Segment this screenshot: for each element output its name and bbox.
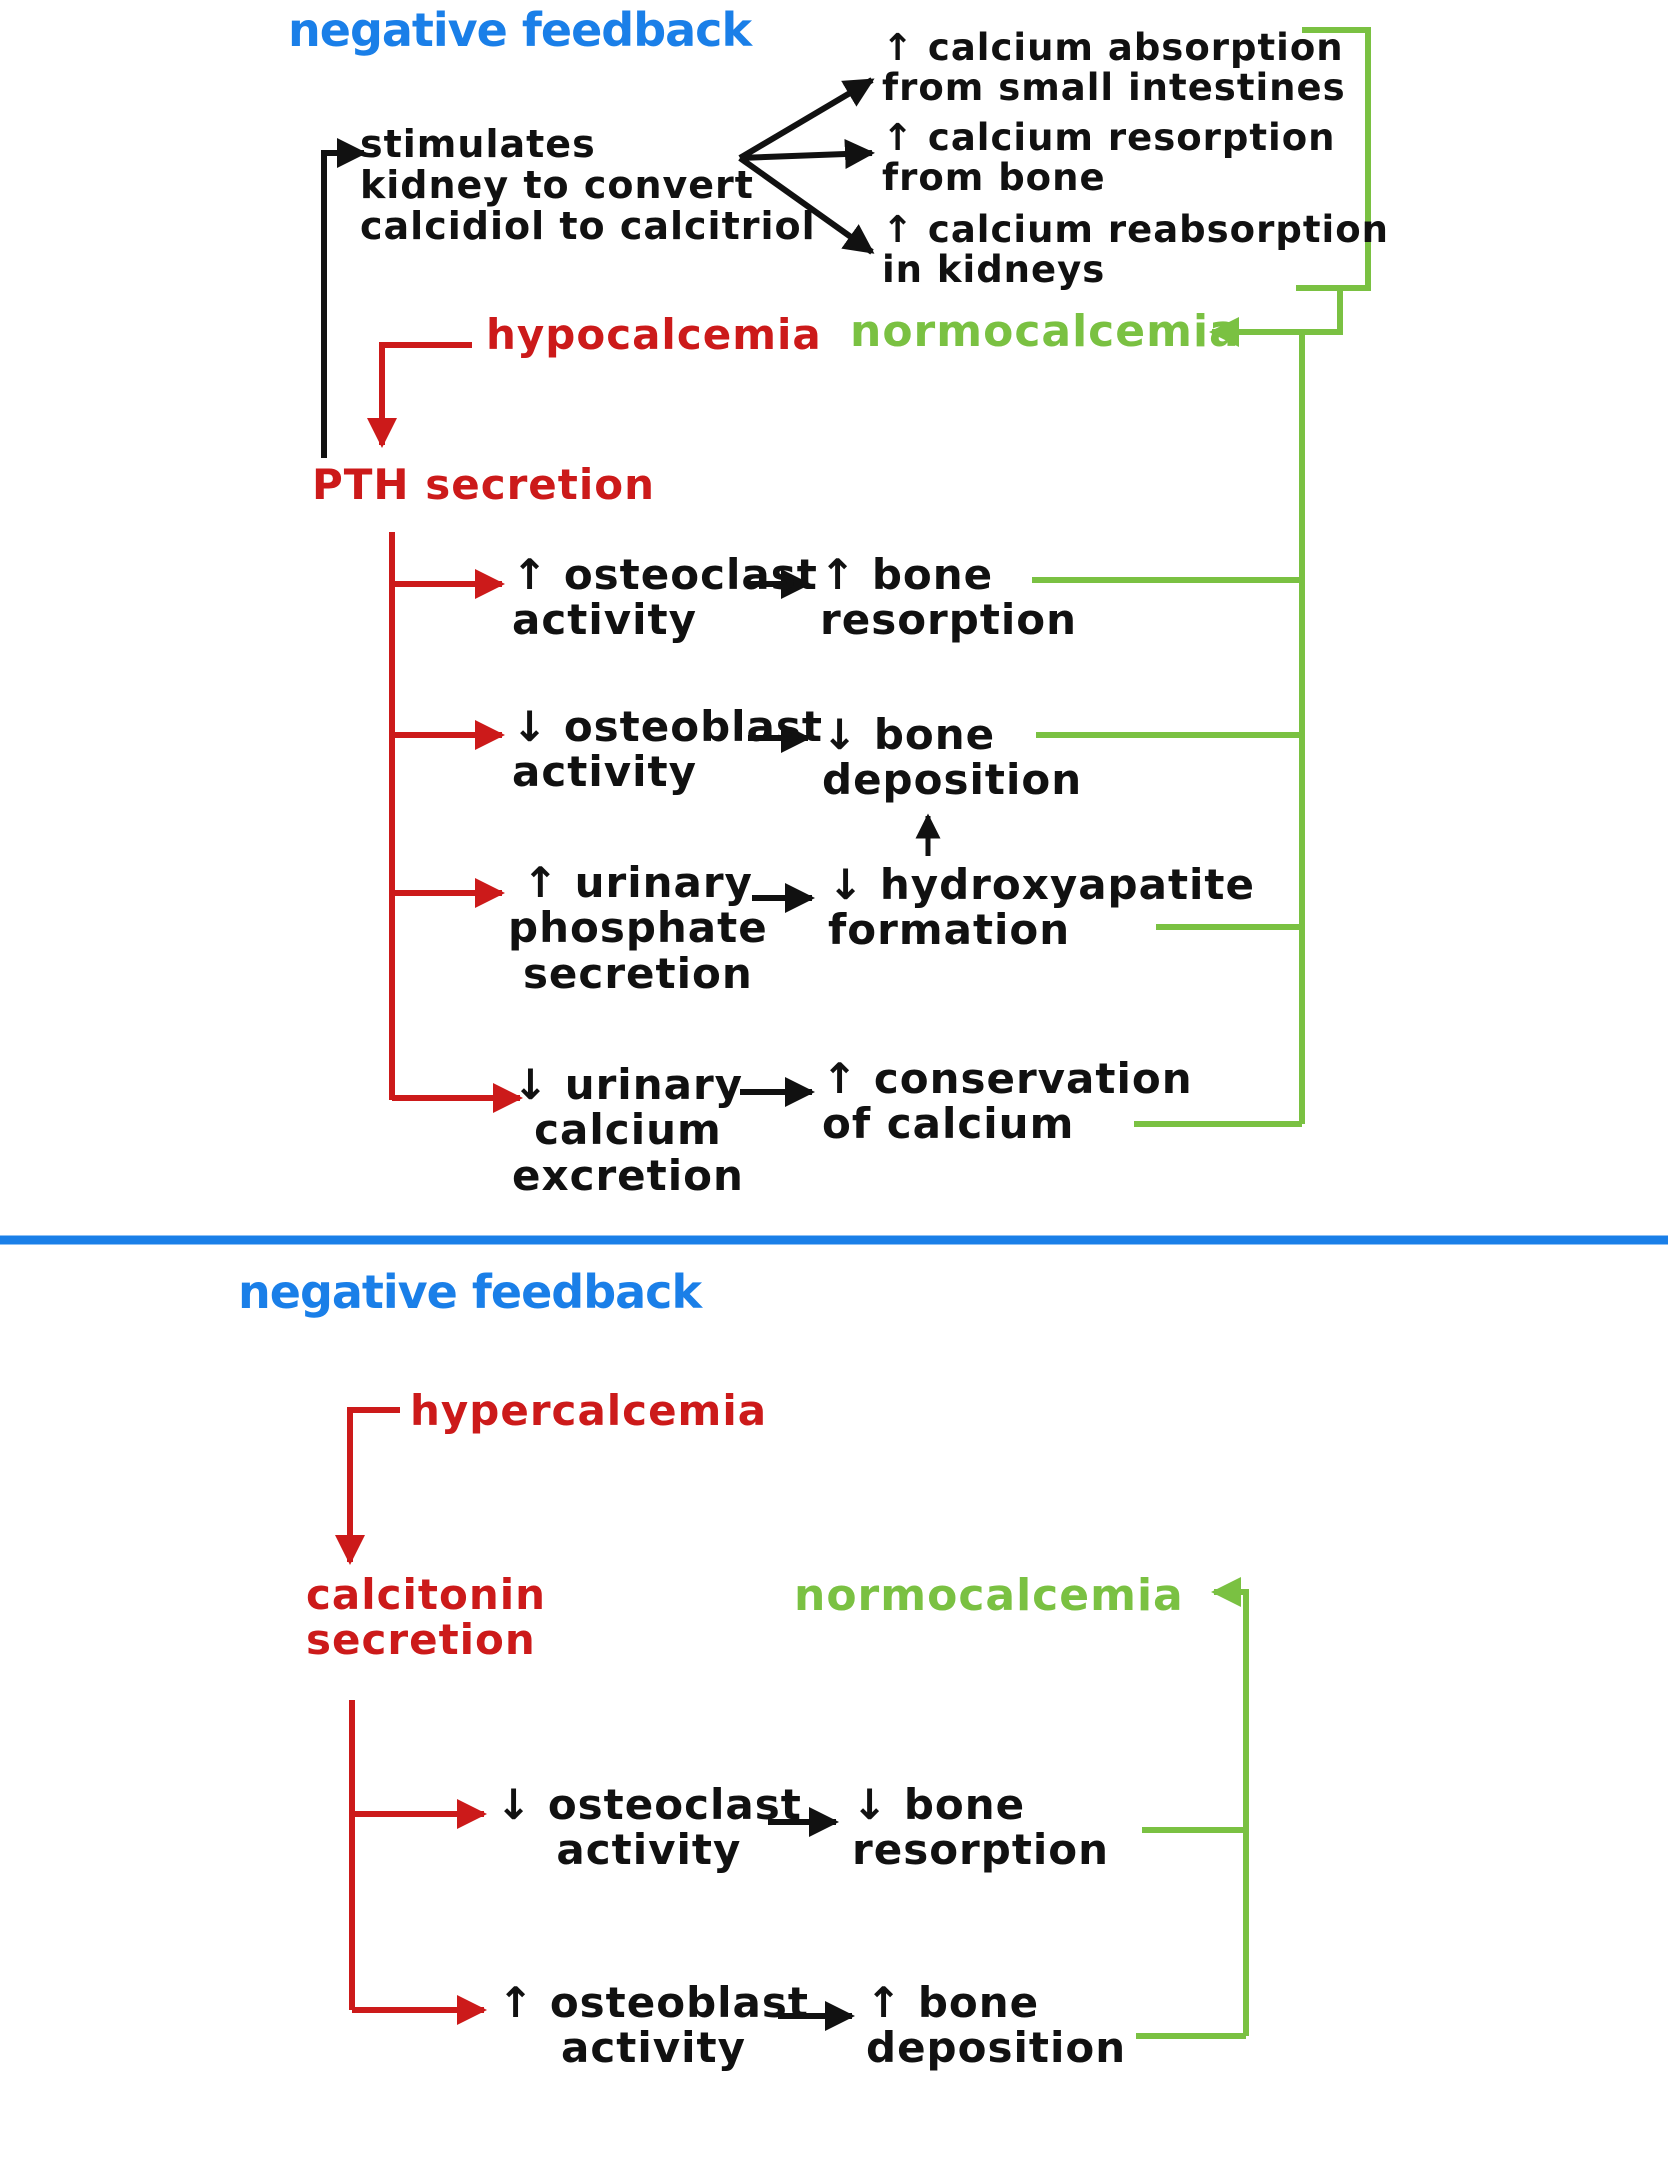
urinary-calcium-excretion-decrease: ↓ urinary calcium excretion bbox=[512, 1060, 744, 1200]
calcitonin-secretion-label: calcitonin secretion bbox=[306, 1570, 547, 1665]
bone-deposition-decrease: ↓ bone deposition bbox=[822, 710, 1083, 805]
b-osteoclast-activity-decrease: ↓ osteoclast activity bbox=[496, 1780, 802, 1875]
urinary-phosphate-secretion-increase: ↑ urinary phosphate secretion bbox=[508, 858, 768, 998]
b-bone-resorption-decrease: ↓ bone resorption bbox=[852, 1780, 1110, 1875]
calcium-bone-resorption-label: ↑ calcium resorption from bone bbox=[882, 116, 1336, 199]
pth-secretion-label: PTH secretion bbox=[312, 460, 656, 509]
osteoclast-activity-increase: ↑ osteoclast activity bbox=[512, 550, 818, 645]
bottom-green-to-normocalcemia-arrow bbox=[1211, 1577, 1249, 2036]
bottom-title: negative feedback bbox=[238, 1265, 702, 1319]
hypocalcemia-to-pth-arrow bbox=[367, 342, 472, 448]
b-osteoblast-activity-increase: ↑ osteoblast activity bbox=[498, 1978, 809, 2073]
hydroxyapatite-formation-decrease: ↓ hydroxyapatite formation bbox=[828, 860, 1255, 955]
calcium-kidney-reabsorption-label: ↑ calcium reabsorption in kidneys bbox=[882, 208, 1389, 291]
pth-to-kidney-arrow bbox=[321, 138, 367, 458]
kidney-to-bone-resorption-arrow bbox=[739, 139, 875, 170]
hypercalcemia-label: hypercalcemia bbox=[410, 1386, 768, 1435]
calcium-conservation-increase: ↑ conservation of calcium bbox=[822, 1054, 1193, 1149]
normocalcemia-label-bottom: normocalcemia bbox=[794, 1570, 1184, 1621]
osteoblast-activity-decrease: ↓ osteoblast activity bbox=[512, 702, 823, 797]
bone-resorption-increase: ↑ bone resorption bbox=[820, 550, 1078, 645]
kidney-to-absorption-arrow bbox=[738, 77, 875, 161]
hypercalcemia-to-calcitonin-arrow bbox=[335, 1407, 400, 1565]
top-title: negative feedback bbox=[288, 3, 752, 57]
kidney-to-kidney-reabsorption-arrow bbox=[738, 155, 875, 255]
kidney-stimulation-label: stimulates kidney to convert calcidiol t… bbox=[360, 122, 816, 249]
hypocalcemia-label: hypocalcemia bbox=[486, 310, 822, 359]
calcitriol-effects-green-bracket bbox=[1296, 27, 1371, 291]
calcitriol-effects-to-normocalcemia-arrow bbox=[1209, 288, 1343, 347]
calcium-absorption-label: ↑ calcium absorption from small intestin… bbox=[882, 26, 1346, 109]
b-bone-deposition-increase: ↑ bone deposition bbox=[866, 1978, 1127, 2073]
normocalcemia-label-top: normocalcemia bbox=[850, 306, 1240, 357]
